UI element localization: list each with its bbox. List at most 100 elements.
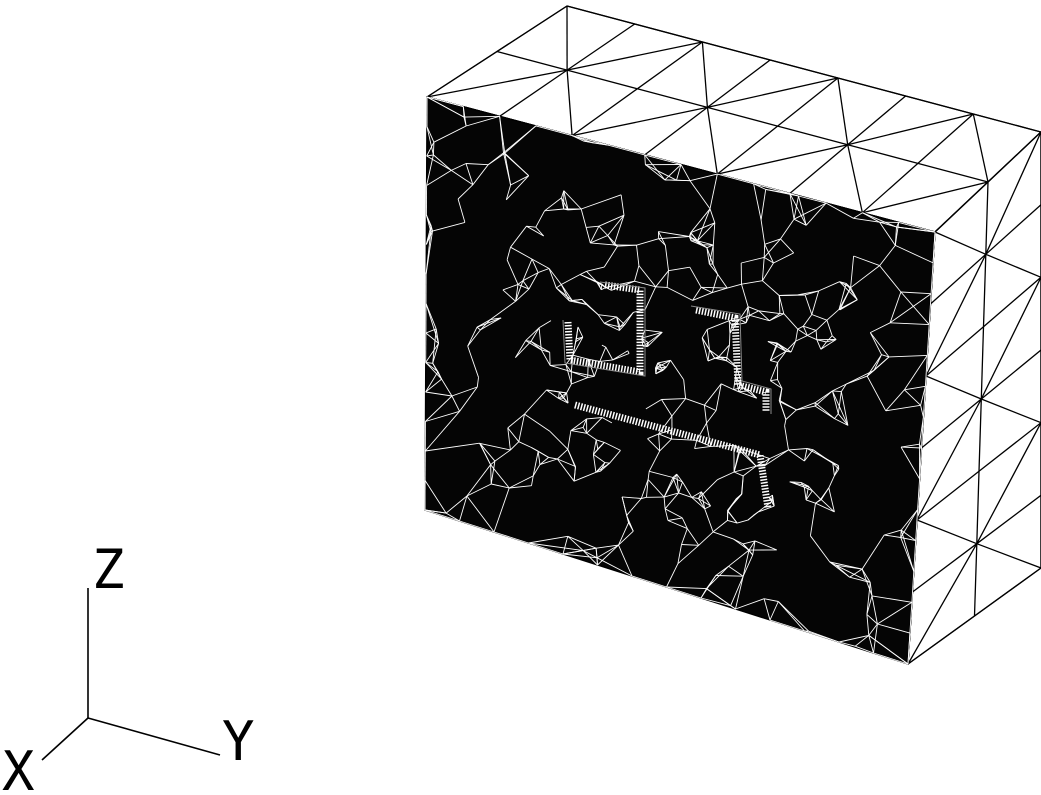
front-mesh-edge bbox=[619, 324, 626, 331]
front-mesh-edge bbox=[690, 208, 711, 233]
top-mesh-edge bbox=[837, 77, 906, 97]
front-mesh-edge bbox=[525, 327, 540, 341]
front-mesh-edge bbox=[666, 586, 707, 590]
front-mesh-edge bbox=[432, 343, 440, 364]
front-mesh-edge bbox=[904, 355, 928, 391]
side-mesh-edge bbox=[974, 567, 1041, 617]
front-mesh-edge bbox=[592, 439, 597, 455]
side-mesh-edge bbox=[930, 253, 987, 305]
front-mesh-edge bbox=[778, 295, 781, 314]
front-mesh-edge bbox=[890, 322, 930, 326]
front-mesh-edge bbox=[569, 300, 587, 305]
front-mesh-edge bbox=[565, 364, 572, 372]
top-mesh-edge bbox=[702, 41, 771, 61]
front-mesh-edge bbox=[463, 116, 467, 127]
front-mesh-edge bbox=[769, 362, 779, 381]
front-mesh-edge bbox=[480, 317, 502, 331]
front-mesh-edge bbox=[636, 238, 659, 246]
front-mesh-edge bbox=[840, 391, 849, 426]
front-mesh-edge bbox=[820, 339, 837, 350]
front-mesh-edge bbox=[546, 389, 567, 394]
front-mesh-edge bbox=[426, 96, 464, 108]
front-mesh-edge bbox=[661, 399, 673, 417]
front-mesh-edge bbox=[790, 340, 797, 353]
front-mesh-edge bbox=[558, 391, 560, 399]
front-mesh-edge bbox=[739, 306, 749, 320]
front-mesh-edge bbox=[866, 614, 878, 625]
front-mesh-edge bbox=[854, 635, 870, 647]
front-mesh-edge bbox=[838, 283, 847, 310]
front-mesh-edge bbox=[808, 630, 840, 643]
front-mesh-edge bbox=[742, 540, 756, 545]
front-mesh-edge bbox=[561, 197, 565, 210]
front-mesh-edge bbox=[832, 462, 840, 470]
front-mesh-edge bbox=[735, 598, 765, 610]
front-mesh-edge bbox=[644, 154, 682, 165]
front-mesh-edge bbox=[706, 329, 710, 351]
front-mesh-edge bbox=[467, 345, 479, 378]
y-axis-label: Y bbox=[222, 710, 255, 773]
front-mesh-edge bbox=[855, 645, 874, 654]
front-mesh-edge bbox=[733, 471, 744, 477]
front-mesh-edge bbox=[538, 320, 552, 329]
front-mesh-edge bbox=[425, 391, 452, 397]
front-mesh-edge bbox=[561, 197, 569, 211]
side-mesh-edge bbox=[934, 181, 989, 233]
front-mesh-edge bbox=[425, 371, 439, 393]
front-mesh-edge bbox=[645, 164, 666, 181]
front-mesh-edge bbox=[581, 194, 622, 210]
side-mesh-edge bbox=[925, 375, 982, 400]
front-mesh-edge bbox=[697, 240, 714, 246]
front-mesh-edge bbox=[820, 499, 835, 513]
front-mesh-edge bbox=[664, 492, 679, 510]
front-mesh-edge bbox=[850, 265, 880, 289]
front-mesh-edge bbox=[717, 274, 728, 289]
front-mesh-edge bbox=[426, 154, 434, 157]
front-mesh-edge bbox=[767, 341, 787, 352]
front-mesh-edge bbox=[644, 329, 663, 333]
front-mesh-edge bbox=[871, 595, 878, 625]
front-mesh-edge bbox=[425, 362, 442, 380]
side-mesh-edge bbox=[985, 253, 1041, 278]
left-coil bbox=[564, 281, 644, 377]
front-mesh-edge bbox=[451, 386, 478, 397]
front-mesh-edge bbox=[690, 222, 715, 234]
side-mesh-edge bbox=[934, 231, 987, 255]
front-mesh-edge bbox=[528, 535, 568, 544]
front-mesh-edge bbox=[605, 346, 614, 361]
front-mesh-edge bbox=[556, 284, 562, 289]
front-mesh-edge bbox=[522, 272, 539, 282]
front-mesh-edge bbox=[622, 496, 642, 499]
front-mesh-edge bbox=[640, 479, 649, 499]
side-mesh-edge bbox=[981, 398, 1041, 424]
top-mesh-edge bbox=[716, 125, 779, 175]
front-mesh-edge bbox=[432, 142, 435, 155]
front-mesh-edge bbox=[707, 356, 719, 362]
front-mesh-edge bbox=[575, 336, 584, 343]
front-mesh-edge bbox=[641, 496, 647, 499]
front-mesh-edge bbox=[658, 433, 672, 440]
front-mesh-edge bbox=[598, 282, 606, 288]
top-mesh-edge bbox=[789, 144, 849, 194]
front-mesh-edge bbox=[580, 208, 587, 228]
front-mesh-edge bbox=[618, 326, 621, 331]
top-mesh-edge bbox=[566, 70, 573, 136]
top-mesh-edge bbox=[496, 5, 568, 53]
front-mesh-edge bbox=[739, 318, 747, 324]
top-mesh-edge bbox=[707, 77, 839, 109]
front-mesh-edge bbox=[803, 325, 817, 331]
front-mesh-edge bbox=[493, 487, 510, 533]
front-mesh-edge bbox=[718, 344, 730, 358]
front-mesh-edge bbox=[760, 219, 766, 245]
front-mesh-edge bbox=[586, 270, 597, 282]
front-mesh-edge bbox=[626, 498, 642, 516]
front-mesh-edge bbox=[601, 344, 606, 348]
front-mesh-edge bbox=[540, 349, 551, 366]
x-axis-label: X bbox=[2, 740, 35, 795]
front-mesh-edge bbox=[879, 221, 897, 228]
front-mesh-edge bbox=[566, 383, 572, 394]
front-mesh-edge bbox=[706, 588, 731, 607]
front-mesh-edge bbox=[657, 362, 664, 371]
front-mesh-edge bbox=[825, 202, 854, 219]
front-mesh-edge bbox=[698, 498, 711, 507]
